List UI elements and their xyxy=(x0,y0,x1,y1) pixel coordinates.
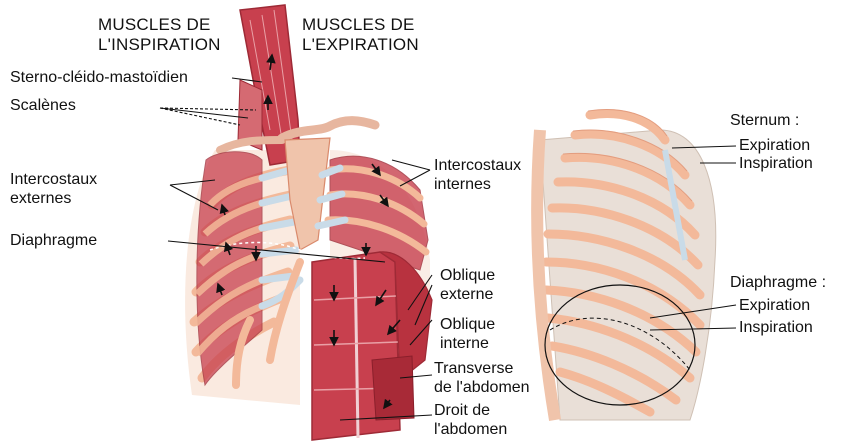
label-sternocleidomastoid: Sterno-cléido-mastoïdien xyxy=(10,68,188,87)
label-sternum-expiration: Expiration xyxy=(739,136,810,155)
label-external-intercostals: Intercostaux externes xyxy=(10,170,97,208)
label-diaphragm-left: Diaphragme xyxy=(10,231,97,250)
heading-inspiration-line1: MUSCLES DE xyxy=(98,15,211,34)
transverse-abdominis-muscle xyxy=(372,356,414,420)
label-scalenes: Scalènes xyxy=(10,96,76,115)
label-transverse-abdominis: Transverse de l'abdomen xyxy=(434,359,530,397)
label-sternum: Sternum : xyxy=(730,111,799,130)
lateral-thorax-illustration xyxy=(537,110,716,420)
label-internal-intercostals: Intercostaux internes xyxy=(434,156,521,194)
label-rectus-abdominis: Droit de l'abdomen xyxy=(434,401,507,439)
label-diaphragm-right: Diaphragme : xyxy=(730,273,826,292)
label-diaphragm-expiration: Expiration xyxy=(739,296,810,315)
label-internal-oblique: Oblique interne xyxy=(440,315,495,353)
heading-inspiration-line2: L'INSPIRATION xyxy=(98,35,221,54)
heading-expiration-line1: MUSCLES DE xyxy=(302,15,415,34)
label-diaphragm-inspiration: Inspiration xyxy=(739,318,813,337)
label-sternum-inspiration: Inspiration xyxy=(739,154,813,173)
front-thorax-illustration xyxy=(185,5,432,440)
label-external-oblique: Oblique externe xyxy=(440,266,495,304)
heading-expiration-line2: L'EXPIRATION xyxy=(302,35,419,54)
